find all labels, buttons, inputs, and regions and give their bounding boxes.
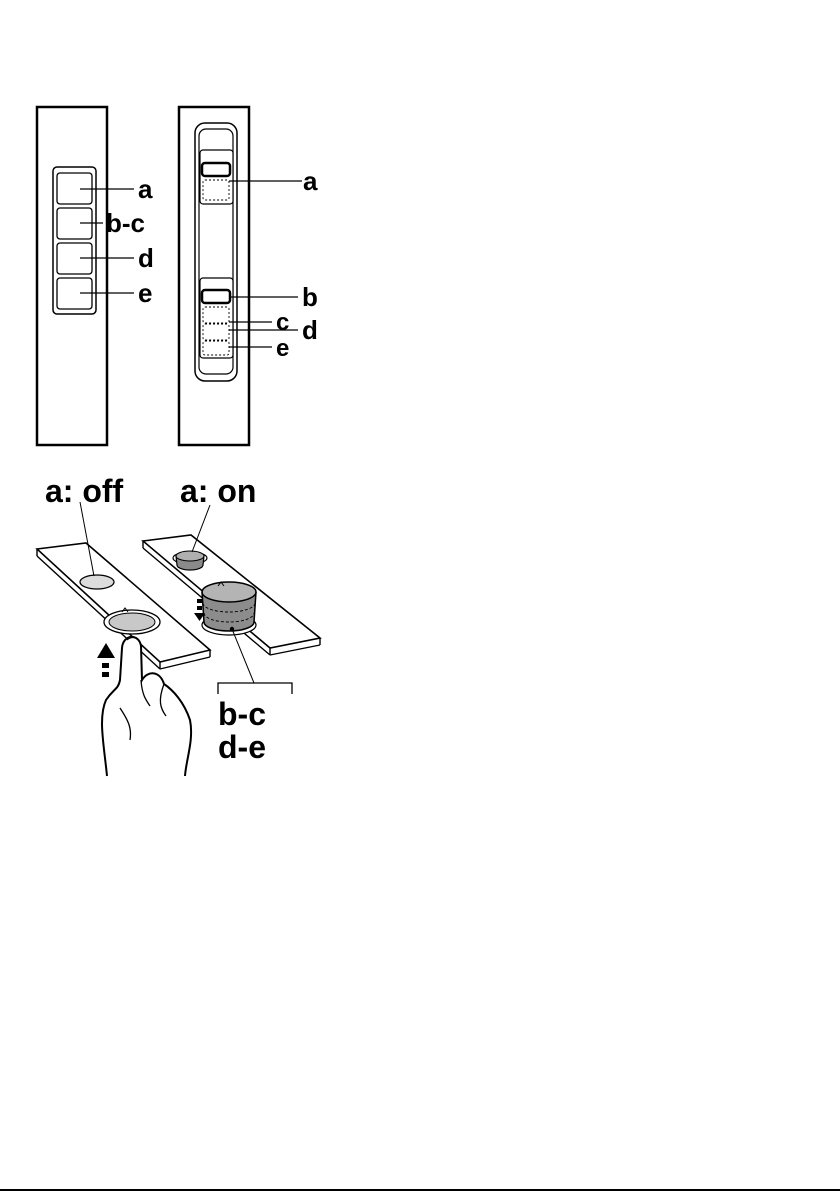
- label-a-off: a: off: [45, 473, 124, 509]
- label-b-c-group: b-c: [218, 696, 266, 732]
- label-e: e: [276, 335, 289, 362]
- knob-a-flush: [80, 575, 114, 589]
- knob-a-raised: [176, 551, 204, 561]
- slider-panel: [179, 107, 302, 445]
- knob-b-c-pressed: [109, 613, 155, 631]
- bottom-rule: [0, 1189, 840, 1191]
- label-c: c: [276, 309, 289, 336]
- label-b-c: b-c: [106, 208, 145, 238]
- label-a-on: a: on: [180, 473, 256, 509]
- knob-b-c-d-e-raised: [202, 582, 256, 602]
- label-a: a: [138, 174, 153, 204]
- label-a: a: [303, 166, 318, 196]
- push-button-panel: [37, 107, 134, 445]
- label-b: b: [302, 282, 318, 312]
- arrow-up-icon: [97, 643, 115, 677]
- label-e: e: [138, 278, 152, 308]
- group-bracket: [218, 683, 292, 694]
- label-d: d: [138, 243, 154, 273]
- label-d: d: [302, 315, 318, 345]
- label-d-e-group: d-e: [218, 729, 266, 765]
